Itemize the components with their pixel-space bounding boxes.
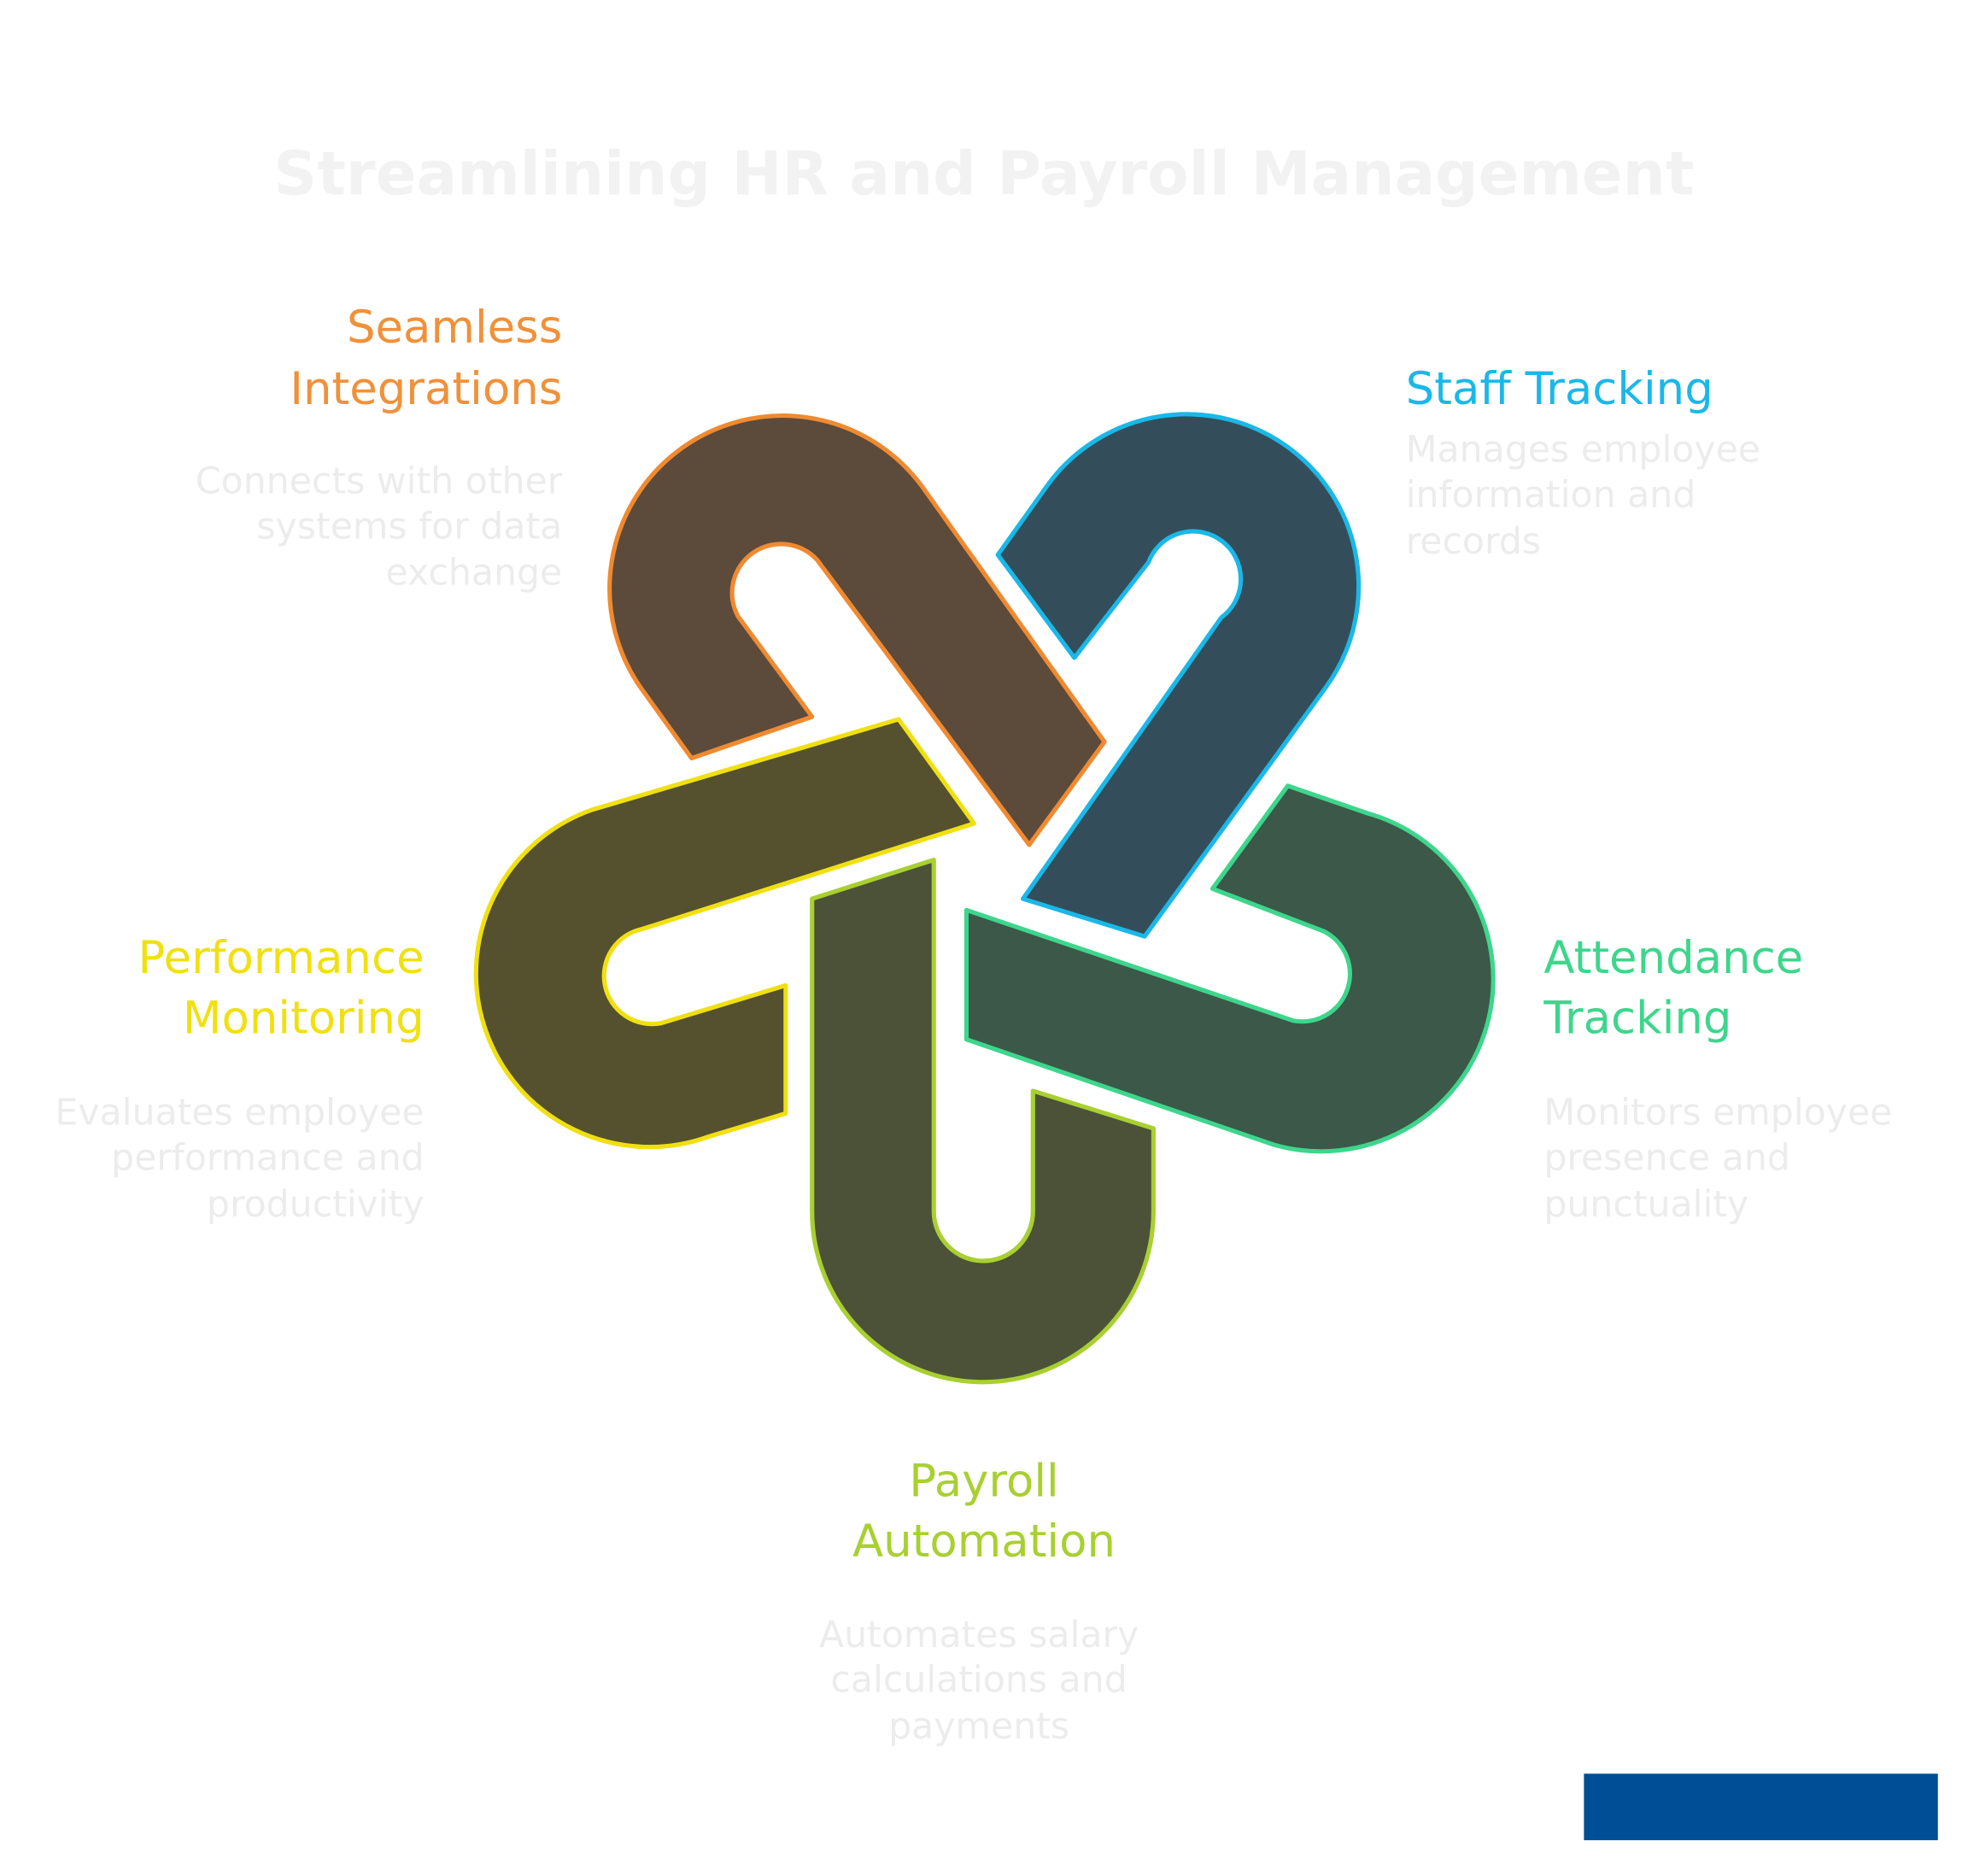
- svg-text:productivity: productivity: [207, 1183, 425, 1226]
- svg-text:Payroll: Payroll: [909, 1456, 1059, 1508]
- svg-text:Integrations: Integrations: [290, 363, 562, 415]
- svg-text:Tracking: Tracking: [1543, 992, 1731, 1044]
- svg-text:Attendance: Attendance: [1543, 932, 1803, 984]
- svg-text:Seamless: Seamless: [347, 302, 562, 354]
- label-payroll-automation: Payroll Automation Automates salary calc…: [819, 1456, 1139, 1749]
- label-attendance-tracking: Attendance Tracking Monitors employee pr…: [1543, 932, 1892, 1226]
- svg-text:Monitoring: Monitoring: [183, 992, 425, 1044]
- svg-text:presence and: presence and: [1543, 1136, 1790, 1179]
- svg-text:Automation: Automation: [852, 1515, 1116, 1568]
- label-seamless-integrations: Seamless Integrations Connects with othe…: [196, 302, 563, 595]
- svg-text:Connects with other: Connects with other: [196, 460, 563, 502]
- svg-text:Automates salary: Automates salary: [819, 1614, 1139, 1656]
- segment-staff-tracking: [995, 412, 1362, 939]
- segment-attendance-tracking: [964, 783, 1496, 1154]
- svg-text:Monitors employee: Monitors employee: [1543, 1092, 1892, 1134]
- svg-text:Evaluates employee: Evaluates employee: [55, 1092, 424, 1134]
- footer-bar: [1584, 1773, 1938, 1841]
- segment-seamless-integrations: [607, 413, 1107, 847]
- segment-payroll-automation: [810, 857, 1156, 1385]
- label-staff-tracking: Staff Tracking Manages employee informat…: [1406, 363, 1760, 563]
- svg-text:information and: information and: [1406, 474, 1696, 517]
- svg-text:payments: payments: [888, 1705, 1069, 1748]
- page-title: Streamlining HR and Payroll Management: [273, 139, 1694, 209]
- svg-text:Performance: Performance: [138, 932, 425, 984]
- svg-text:punctuality: punctuality: [1543, 1183, 1748, 1226]
- label-performance-monitoring: Performance Monitoring Evaluates employe…: [55, 932, 424, 1226]
- svg-text:calculations and: calculations and: [830, 1659, 1127, 1702]
- segment-performance-monitoring: [473, 717, 976, 1150]
- svg-text:records: records: [1406, 520, 1541, 563]
- svg-text:exchange: exchange: [386, 552, 563, 595]
- svg-text:Manages employee: Manages employee: [1406, 429, 1760, 472]
- svg-text:performance and: performance and: [111, 1136, 425, 1179]
- svg-text:systems for data: systems for data: [256, 505, 562, 548]
- svg-text:Staff Tracking: Staff Tracking: [1406, 363, 1713, 415]
